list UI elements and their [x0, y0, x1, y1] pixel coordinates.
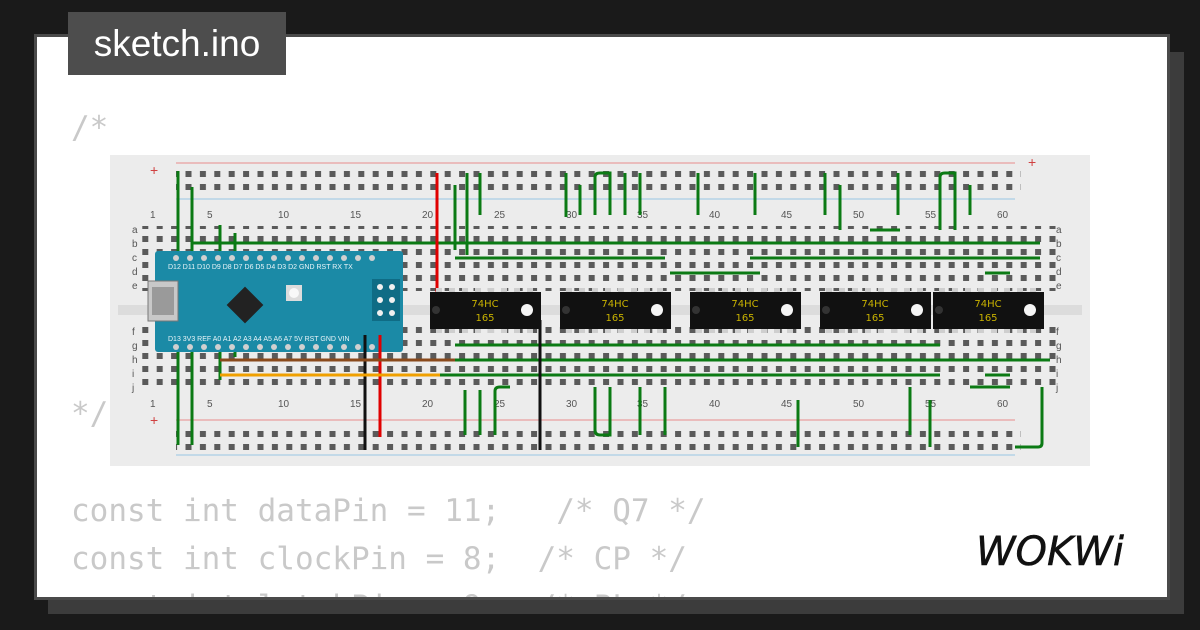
- code-line: const int clockPin = 8; /* CP */: [71, 541, 687, 577]
- column-number: 35: [637, 210, 649, 221]
- plus-sign: +: [1028, 155, 1036, 170]
- row-letter: b: [1056, 239, 1062, 250]
- row-letter: e: [1056, 281, 1062, 292]
- row-letter: b: [132, 239, 138, 250]
- column-number: 45: [781, 210, 793, 221]
- row-letter: f: [1056, 327, 1059, 338]
- column-number: 1: [150, 399, 156, 410]
- column-number: 15: [350, 210, 362, 221]
- row-letter: a: [132, 225, 138, 236]
- column-number: 20: [422, 210, 434, 221]
- shift-register-chip[interactable]: 74HC 165: [933, 288, 1044, 333]
- column-number: 25: [494, 210, 506, 221]
- column-number: 5: [207, 399, 213, 410]
- shift-register-chip[interactable]: 74HC 165: [690, 288, 801, 333]
- row-letter: a: [1056, 225, 1062, 236]
- nano-top-pin-labels: D12 D11 D10 D9 D8 D7 D6 D5 D4 D3 D2 GND …: [168, 264, 353, 271]
- row-letter: e: [132, 281, 138, 292]
- chip-model-label: 165: [865, 313, 884, 324]
- chip-model-label: 165: [978, 313, 997, 324]
- row-letter: i: [132, 369, 134, 380]
- chip-model-label: 165: [605, 313, 624, 324]
- column-number: 10: [278, 399, 290, 410]
- chip-model-label: 165: [475, 313, 494, 324]
- chip-part-label: 74HC: [731, 299, 758, 310]
- code-line: /*: [71, 110, 109, 146]
- code-editor[interactable]: /* */ const int dataPin = 11; /* Q7 */ c…: [71, 37, 706, 597]
- row-letter: d: [132, 267, 138, 278]
- wokwi-logo: WOKWi: [976, 529, 1124, 575]
- column-number: 5: [207, 210, 213, 221]
- row-letter: j: [131, 383, 134, 394]
- column-number: 40: [709, 210, 721, 221]
- chip-part-label: 74HC: [601, 299, 628, 310]
- column-number: 45: [781, 399, 793, 410]
- code-line: const int dataPin = 11; /* Q7 */: [71, 493, 706, 529]
- row-letter: j: [1055, 383, 1058, 394]
- chip-part-label: 74HC: [471, 299, 498, 310]
- column-number: 60: [997, 210, 1009, 221]
- plus-sign: +: [150, 162, 158, 178]
- column-number: 50: [853, 399, 865, 410]
- shift-register-chip[interactable]: 74HC 165: [820, 288, 931, 333]
- row-letter: d: [1056, 267, 1062, 278]
- column-number: 10: [278, 210, 290, 221]
- column-number: 35: [637, 399, 649, 410]
- column-number: 60: [997, 399, 1009, 410]
- chip-model-label: 165: [735, 313, 754, 324]
- row-letter: c: [132, 253, 137, 264]
- chip-part-label: 74HC: [861, 299, 888, 310]
- nano-bottom-pin-labels: D13 3V3 REF A0 A1 A2 A3 A4 A5 A6 A7 5V R…: [168, 336, 350, 343]
- row-letter: h: [132, 355, 138, 366]
- plus-sign: +: [150, 412, 158, 428]
- wokwi-wordmark: WOKWi: [976, 529, 1124, 575]
- chip-part-label: 74HC: [974, 299, 1001, 310]
- column-number: 30: [566, 399, 578, 410]
- row-letter: f: [132, 327, 135, 338]
- file-tab[interactable]: sketch.ino: [68, 12, 286, 75]
- arduino-nano[interactable]: D12 D11 D10 D9 D8 D7 D6 D5 D4 D3 D2 GND …: [147, 251, 403, 352]
- column-number: 55: [925, 210, 937, 221]
- shift-register-chip[interactable]: 74HC 165: [560, 288, 671, 333]
- bottom-power-rail: [176, 427, 1021, 453]
- column-number: 50: [853, 210, 865, 221]
- row-letter: g: [1056, 341, 1062, 352]
- row-letter: i: [1056, 369, 1058, 380]
- column-number: 20: [422, 399, 434, 410]
- code-line: const int latchPin = 9; /* PL */: [71, 583, 687, 597]
- column-number: 30: [566, 210, 578, 221]
- row-letter: c: [1056, 253, 1061, 264]
- shift-register-chip[interactable]: 74HC 165: [430, 288, 541, 333]
- column-number: 15: [350, 399, 362, 410]
- code-line: */: [71, 396, 109, 432]
- column-number: 40: [709, 399, 721, 410]
- column-number: 25: [494, 399, 506, 410]
- row-letter: h: [1056, 355, 1062, 366]
- column-number: 1: [150, 210, 156, 221]
- row-letter: g: [132, 341, 138, 352]
